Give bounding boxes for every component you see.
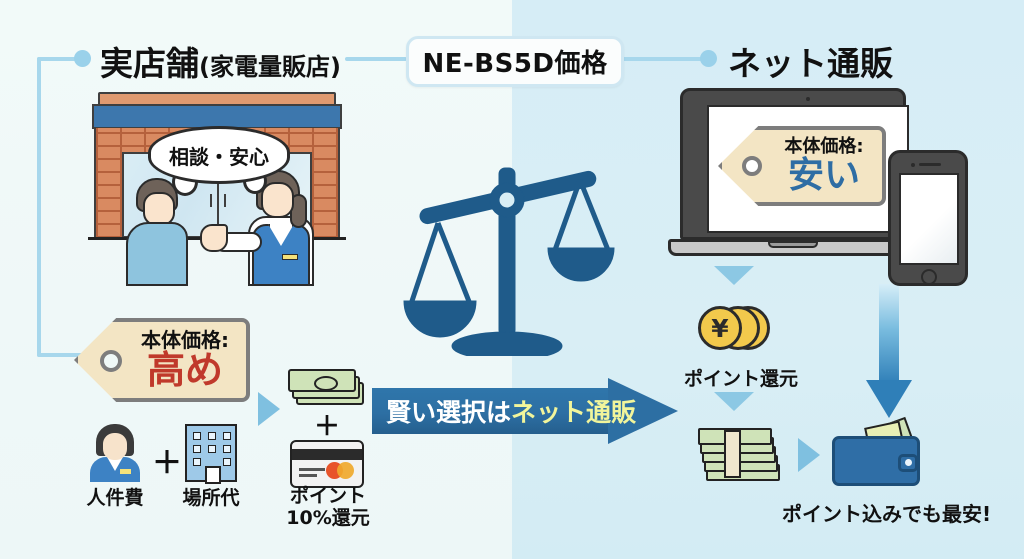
card-magnetic-stripe [292, 449, 362, 460]
header-online-shopping: ネット通販 [728, 44, 893, 83]
staff-hand [200, 224, 228, 252]
price-tag-online-text: 本体価格: 安い [762, 128, 886, 204]
building-icon-door [205, 466, 221, 484]
price-tag-store: 本体価格: 高め [74, 318, 250, 402]
bill-top [288, 369, 356, 392]
phone-speaker [919, 163, 941, 166]
plus-sign-costs: ＋ [152, 446, 182, 481]
arrow-laptop-to-coins [714, 266, 754, 285]
header-store-sub: (家電量販店) [199, 53, 341, 81]
header-store-main: 実店舗 [100, 44, 199, 83]
conclusion-banner-arrow: 賢い選択はネット通販 [372, 378, 678, 444]
cash-bills-icon [288, 368, 364, 406]
customer-figure [126, 178, 188, 286]
customer-body [126, 222, 188, 286]
connector-line-left-top [37, 57, 82, 61]
yen-coins-icon: ¥ [698, 306, 770, 352]
speech-bubble-text: 相談・安心 [169, 144, 269, 169]
phone-home-button [921, 269, 937, 285]
credit-card-icon [290, 440, 364, 488]
label-labor-cost: 人件費 [86, 487, 144, 509]
price-tag-store-text: 本体価格: 高め [122, 320, 248, 400]
phone-screen [899, 173, 959, 265]
price-tag-store-value: 高め [146, 348, 223, 393]
smartphone-icon [888, 150, 968, 286]
person-icon-badge [120, 469, 131, 474]
staff-person-icon [90, 424, 140, 482]
price-tag-online-caption: 本体価格: [784, 136, 864, 158]
customer-face [143, 192, 175, 226]
money-stack-band [724, 430, 741, 478]
connector-line-center-left [345, 57, 407, 61]
phone-camera [911, 163, 915, 167]
banner-label: 賢い選択はネット通販 [372, 393, 636, 429]
banner-arrowhead [608, 378, 678, 444]
laptop-trackpad-notch [768, 241, 818, 248]
card-logo-circle-orange [337, 462, 354, 479]
arrow-cash-to-wallet [798, 438, 820, 472]
bullet-dot-net [700, 50, 717, 67]
label-points-return-online: ポイント還元 [684, 368, 799, 390]
person-icon-face [103, 433, 127, 460]
banner-shaft [372, 388, 612, 434]
label-cheapest-conclusion: ポイント込みでも最安! [782, 502, 992, 526]
plus-sign-points: ＋ [314, 412, 341, 442]
label-rent-cost: 場所代 [182, 487, 240, 509]
staff-figure [200, 170, 318, 286]
model-price-label: NE-BS5D価格 [422, 49, 608, 79]
store-signboard [92, 104, 342, 129]
price-tag-store-hole [100, 350, 122, 372]
staff-name-badge [282, 254, 298, 260]
arrow-coins-to-cash [714, 392, 754, 411]
door-handle-right [224, 194, 226, 207]
balance-scale-svg [403, 167, 615, 361]
banner-text-accent: ネット通販 [511, 398, 637, 427]
arrow-tag-to-points [258, 392, 280, 426]
balance-scale-icon [398, 158, 616, 361]
speech-bubble: 相談・安心 [148, 126, 290, 184]
price-tag-online: 本体価格: 安い [718, 126, 886, 206]
laptop-camera [806, 97, 810, 101]
price-tag-store-caption: 本体価格: [141, 328, 229, 353]
connector-line-center-right [617, 57, 702, 61]
model-price-label-box: NE-BS5D価格 [406, 36, 624, 87]
wallet-icon [832, 416, 920, 486]
big-down-arrow [866, 284, 912, 418]
wallet-clasp-dot [905, 459, 912, 466]
price-tag-online-hole [742, 156, 762, 176]
store-illustration [88, 92, 346, 288]
coin-front [698, 306, 742, 350]
big-arrow-shaft [879, 284, 899, 384]
money-stack-icon [698, 428, 786, 482]
door-handle-left [210, 194, 212, 207]
connector-line-left-vertical [37, 57, 41, 357]
price-tag-online-body [718, 126, 886, 206]
coin-yen-symbol: ¥ [711, 313, 729, 343]
header-physical-store: 実店舗(家電量販店) [100, 37, 341, 85]
price-tag-online-value: 安い [787, 155, 860, 196]
bullet-dot-store [74, 50, 91, 67]
big-arrow-head [866, 380, 912, 418]
banner-text-plain: 賢い選択は [386, 398, 512, 427]
label-points-return-store: ポイント 10%還元 [286, 485, 370, 529]
staff-face [261, 182, 294, 218]
connector-line-left-bottom [37, 353, 102, 357]
building-icon [185, 424, 237, 484]
